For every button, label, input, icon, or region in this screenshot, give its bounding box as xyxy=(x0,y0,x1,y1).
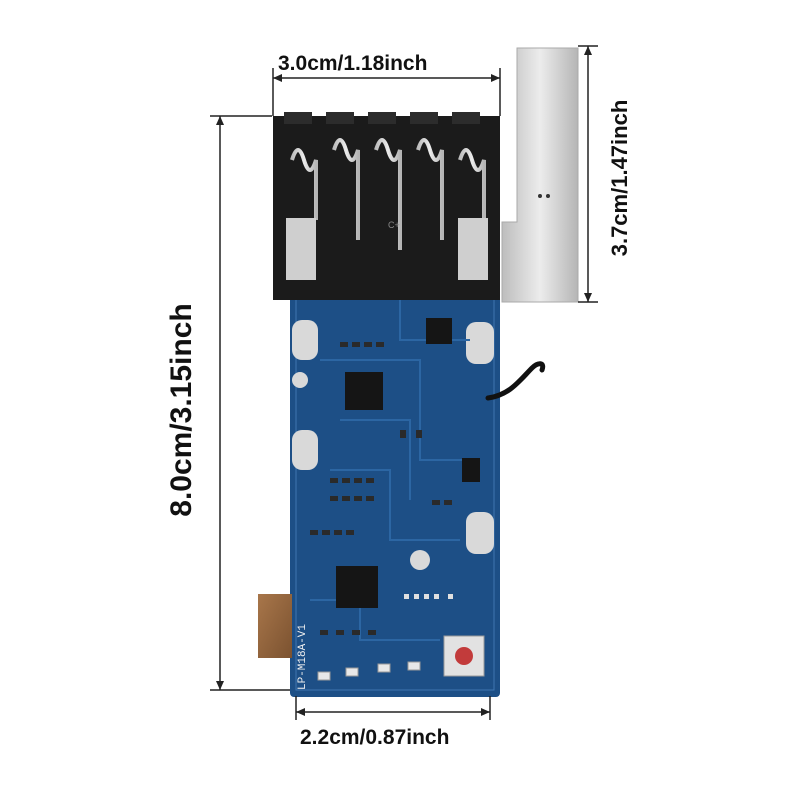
smd-components xyxy=(310,342,453,635)
mounting-pads xyxy=(292,320,494,570)
copper-tab xyxy=(258,594,292,658)
board-width-dimension-label: 2.2cm/0.87inch xyxy=(300,726,450,749)
width-dimension-label: 3.0cm/1.18inch xyxy=(278,52,428,75)
length-dimension-label: 8.0cm/3.15inch xyxy=(165,303,198,517)
board-model-text: LP-M18A-V1 xyxy=(297,624,309,690)
ntc-wire xyxy=(485,361,546,401)
pcb-traces xyxy=(310,300,470,641)
led-indicators xyxy=(317,661,421,681)
c-plus-marking: C+ xyxy=(388,220,400,230)
pcb-board: LP-M18A-V1 xyxy=(290,285,546,697)
metal-plate xyxy=(501,47,579,303)
dimension-arrows xyxy=(216,46,592,716)
height-dimension-label: 3.7cm/1.47inch xyxy=(607,99,632,257)
terminal-connector: C+ xyxy=(273,112,500,300)
k1-push-button xyxy=(443,635,485,677)
ic-chips xyxy=(336,318,480,608)
spring-contacts xyxy=(290,138,486,250)
dimension-lines xyxy=(210,45,598,720)
